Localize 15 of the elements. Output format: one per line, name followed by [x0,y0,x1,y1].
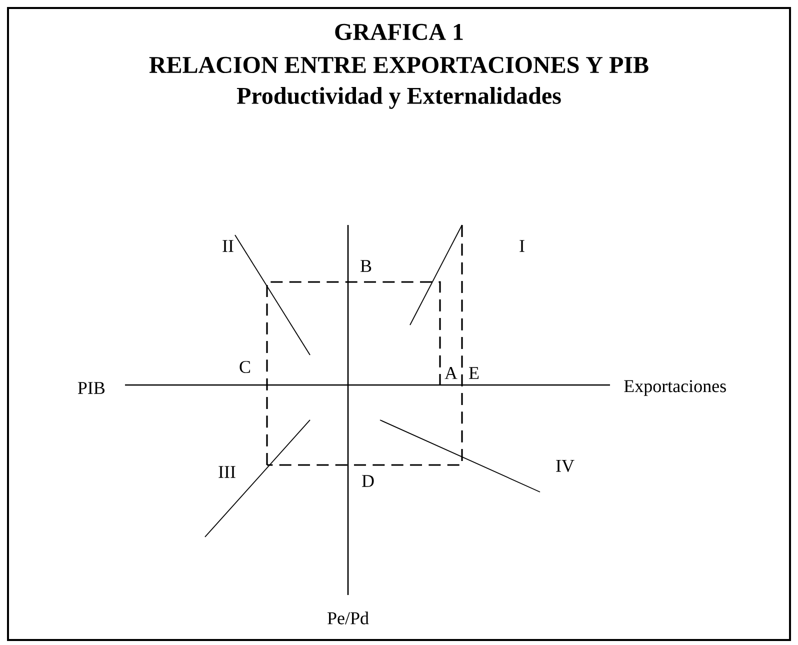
axis-label: II [222,240,234,252]
axis-label: IV [556,460,574,472]
axis-label: Exportaciones [624,380,726,396]
axis-label: III [218,466,236,478]
axis-label: E [469,367,479,379]
heading: Productividad y Externalidades [236,87,561,109]
axis-label: D [362,475,374,487]
title: GRAFICA 1 [335,24,463,40]
axis-label: C [240,360,250,374]
axis-label: I [520,240,524,252]
axis-label: A [444,367,458,379]
heading: RELACION ENTRE EXPORTACIONES Y PIB [149,56,648,74]
axis-label: PIB [78,382,105,394]
axis-label: B [360,260,372,272]
axis-label: Pe/Pd [328,612,369,624]
